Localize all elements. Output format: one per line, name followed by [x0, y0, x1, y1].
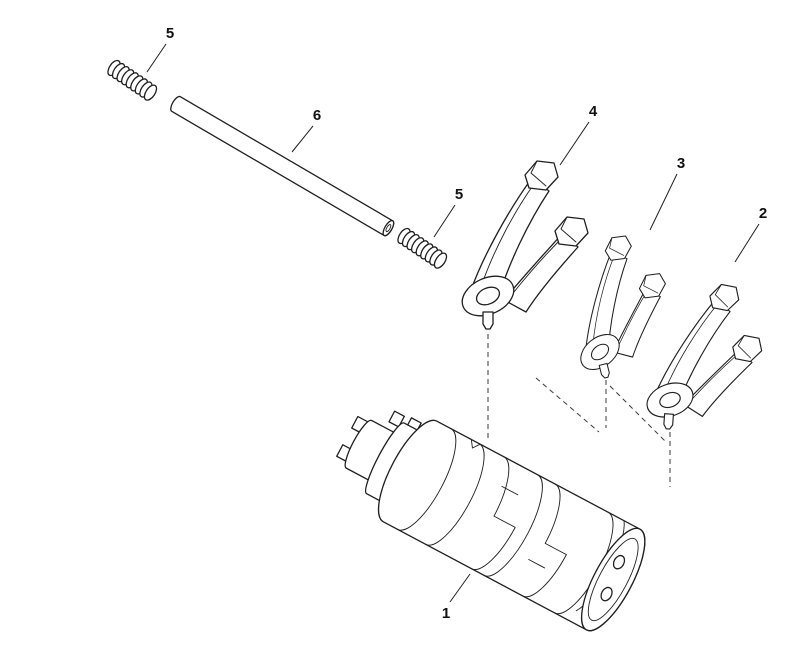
callout-2[interactable]: 2: [734, 205, 767, 263]
part-shift-fork-2: [639, 278, 767, 436]
drum-end-face: [580, 527, 646, 632]
callout-number[interactable]: 2: [759, 205, 767, 222]
drum-groove-ring: [483, 474, 543, 577]
drum-peg-1: [388, 410, 406, 428]
part-spring-lower: [394, 225, 450, 271]
leader-line: [433, 204, 456, 238]
drum-end-hole-2: [600, 586, 613, 602]
leader-line: [649, 173, 678, 231]
leader-line: [146, 43, 167, 73]
callout-6[interactable]: 6: [291, 107, 321, 153]
shaft-end-bore: [385, 224, 392, 233]
dashed-line-diagonal-1: [535, 377, 600, 433]
part-shift-fork-4: [455, 160, 589, 330]
leader-line: [559, 121, 590, 166]
callout-number[interactable]: 3: [677, 155, 685, 172]
drum-end-boss: [344, 419, 401, 484]
callout-5-upper[interactable]: 5: [146, 25, 174, 73]
callout-1[interactable]: 1: [442, 573, 471, 622]
callout-number[interactable]: 4: [589, 103, 598, 120]
callout-4[interactable]: 4: [559, 103, 598, 166]
callout-number[interactable]: 5: [455, 186, 463, 203]
drum-shift-groove-2: [522, 483, 567, 598]
callout-number[interactable]: 5: [166, 25, 174, 42]
shaft-body: [170, 95, 395, 237]
leader-line: [291, 125, 314, 153]
shaft-end-face: [382, 219, 395, 237]
drum-groove-ring: [425, 443, 485, 546]
callout-5-lower[interactable]: 5: [433, 186, 463, 238]
leader-line: [449, 573, 471, 603]
leader-line: [734, 223, 760, 263]
part-spring-upper: [104, 57, 160, 103]
part-fork-shaft: [170, 95, 395, 237]
drum-end-hole-1: [612, 554, 626, 570]
alignment-dashed-lines: [487, 334, 671, 487]
callout-number[interactable]: 6: [313, 107, 321, 124]
drum-shift-groove-1: [471, 456, 516, 570]
dashed-line-diagonal-2: [609, 385, 667, 443]
callout-number[interactable]: 1: [442, 605, 450, 622]
callout-3[interactable]: 3: [649, 155, 685, 231]
part-shift-drum: [336, 410, 646, 632]
